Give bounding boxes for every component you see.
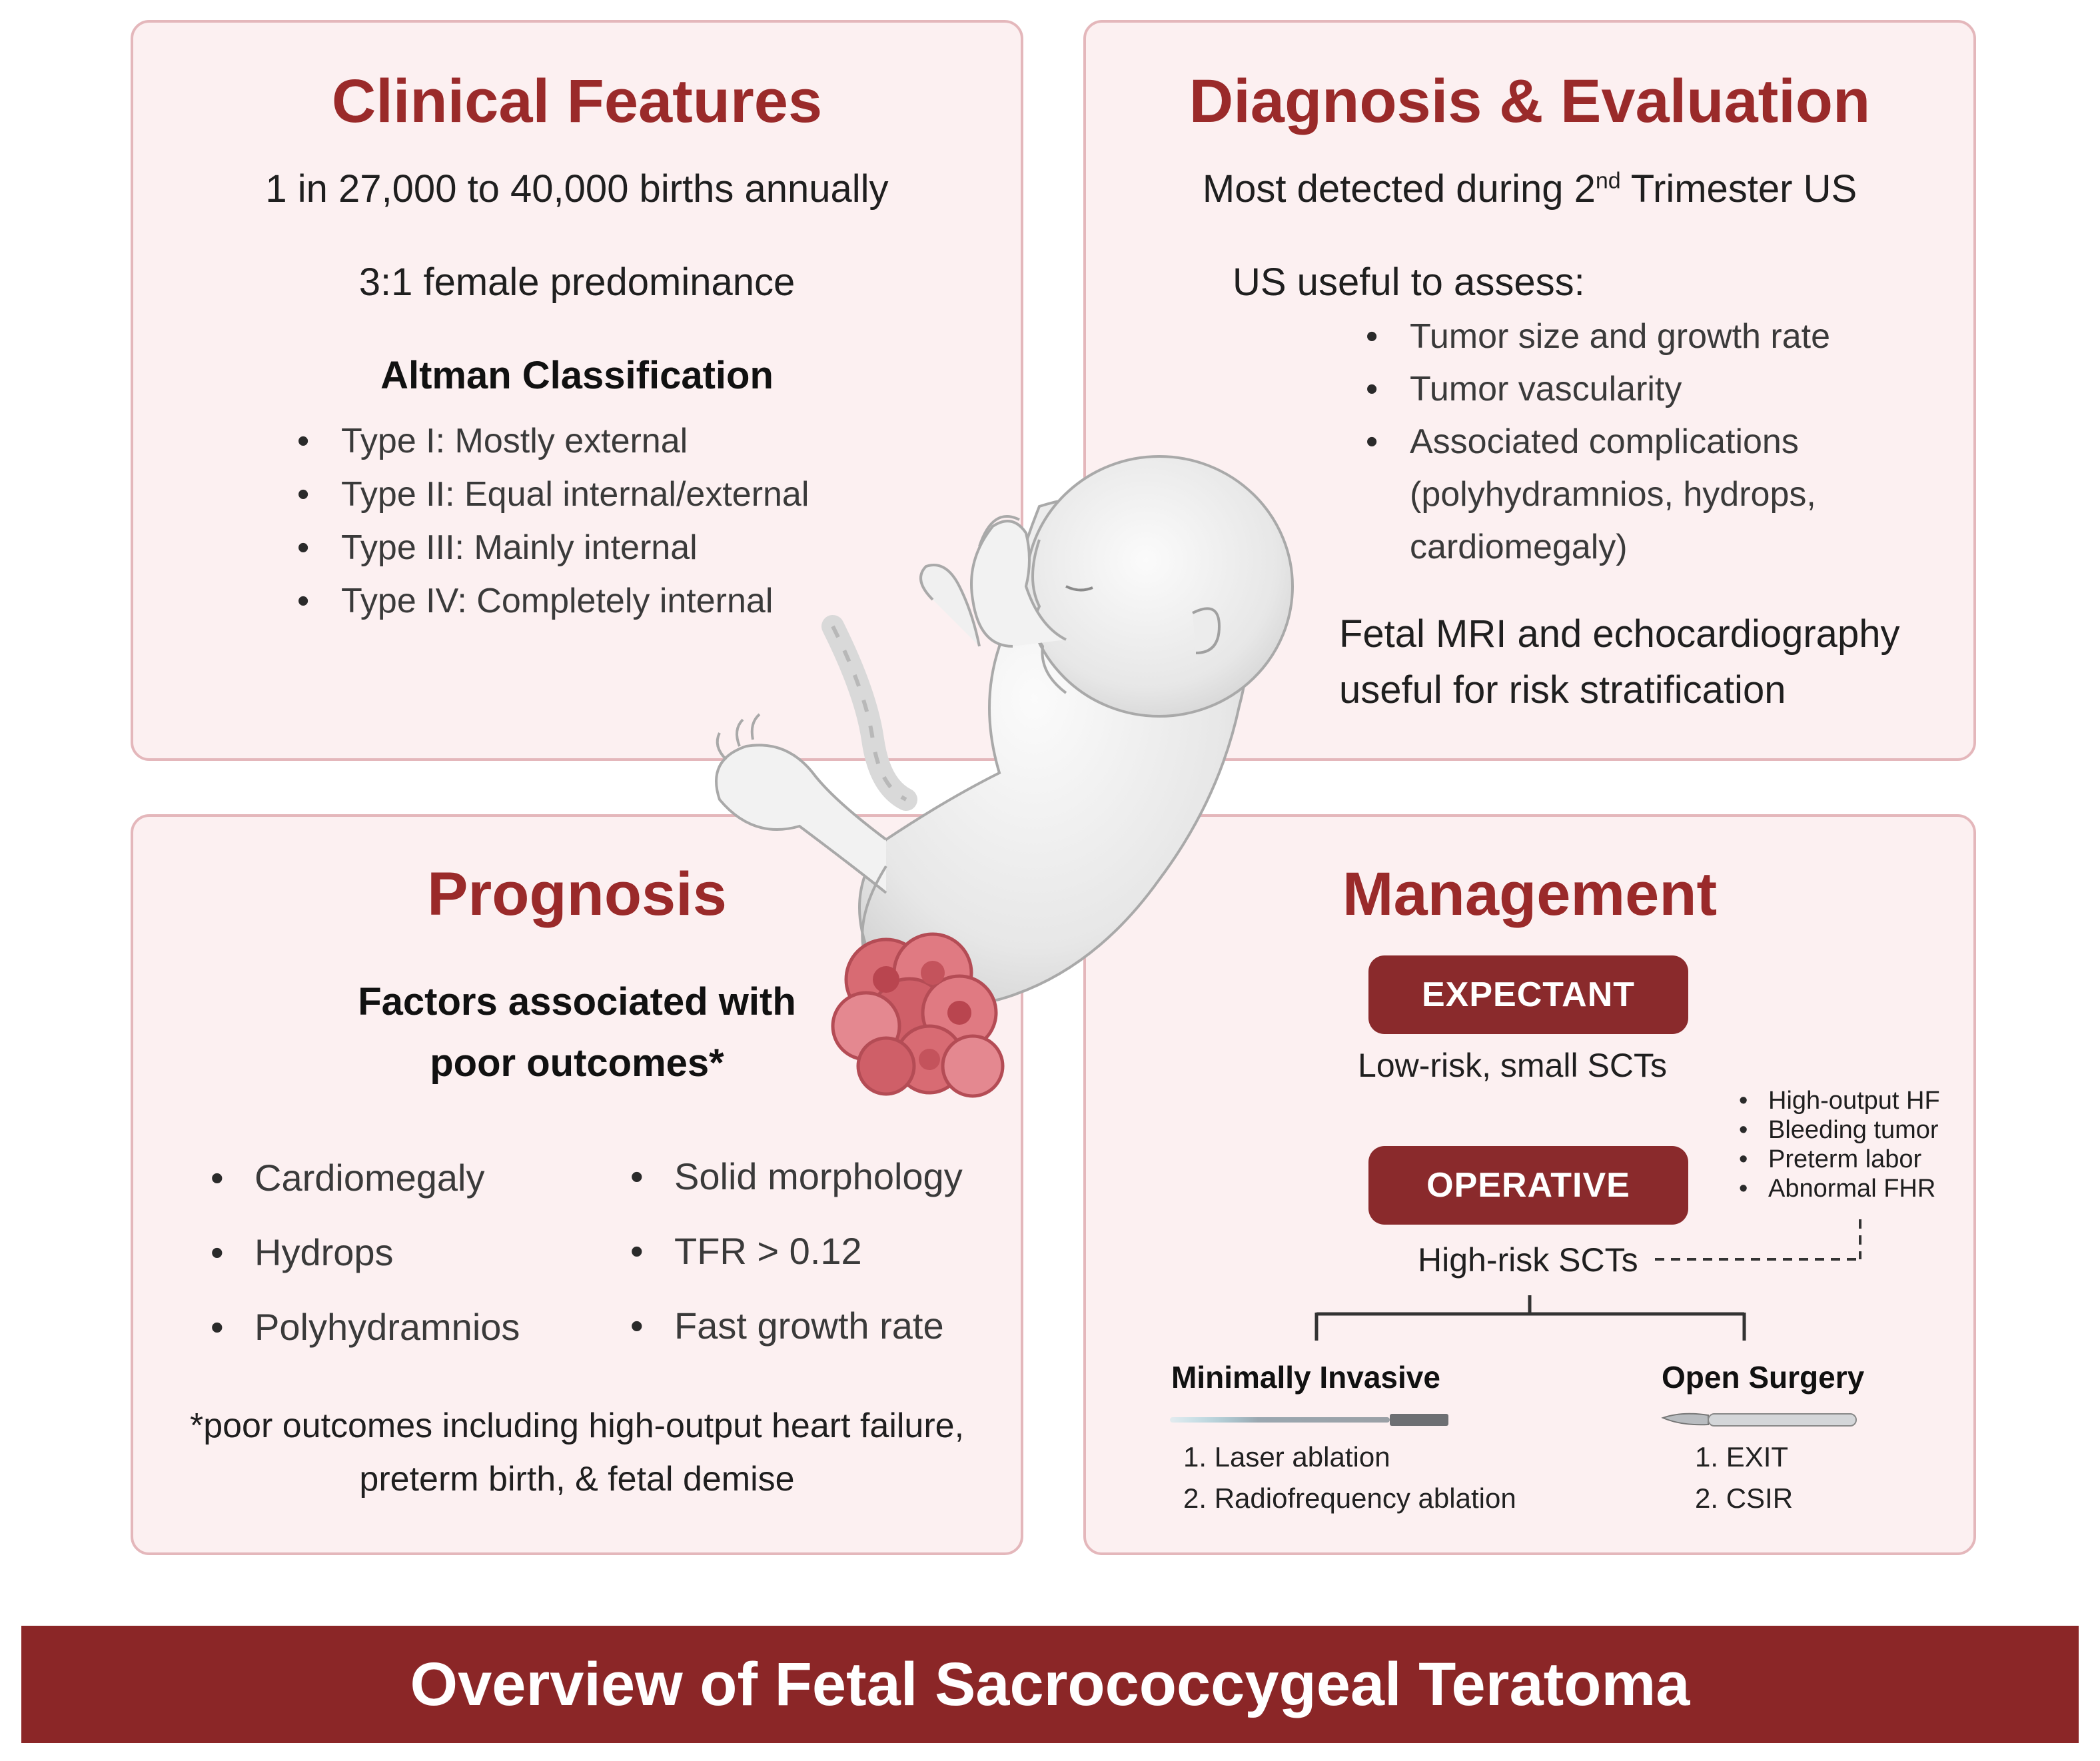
factor-item: Fast growth rate <box>630 1289 963 1363</box>
us-assess-list: Tumor size and growth rate Tumor vascula… <box>1366 310 1830 574</box>
diagnosis-title: Diagnosis & Evaluation <box>1189 67 1871 135</box>
detection-superscript: nd <box>1595 168 1621 194</box>
detection-text-post: Trimester US <box>1620 167 1857 211</box>
footnote-line1: *poor outcomes including high-output hea… <box>189 1407 965 1445</box>
operative-indications-list: High-output HF Bleeding tumor Preterm la… <box>1739 1086 1940 1203</box>
factors-left-list: Cardiomegaly Hydrops Polyhydramnios <box>211 1141 520 1365</box>
minimally-invasive-list: 1. Laser ablation 2. Radiofrequency abla… <box>1183 1437 1516 1519</box>
scalpel-icon <box>1661 1413 1857 1427</box>
expectant-badge: EXPECTANT <box>1368 955 1688 1034</box>
expectant-description: Low-risk, small SCTs <box>1358 1047 1667 1084</box>
mri-text-line1: Fetal MRI and echocardiography <box>1339 612 1900 656</box>
altman-type-item: Type IV: Completely internal <box>297 574 809 628</box>
operative-badge: OPERATIVE <box>1368 1146 1688 1225</box>
altman-type-item: Type II: Equal internal/external <box>297 468 809 521</box>
us-assess-item: Associated complications <box>1366 416 1830 468</box>
fetus-illustration <box>715 455 1294 1098</box>
prognosis-title: Prognosis <box>427 860 727 928</box>
indication-item: High-output HF <box>1739 1086 1940 1115</box>
altman-list: Type I: Mostly external Type II: Equal i… <box>297 414 809 628</box>
indication-item: Bleeding tumor <box>1739 1115 1940 1145</box>
open-surgery-heading: Open Surgery <box>1662 1360 1865 1395</box>
open-surgery-list: 1. EXIT 2. CSIR <box>1695 1437 1793 1519</box>
laser-fiber-icon <box>1170 1414 1448 1426</box>
incidence-text: 1 in 27,000 to 40,000 births annually <box>265 167 889 211</box>
factor-item: Cardiomegaly <box>211 1141 520 1215</box>
clinical-features-title: Clinical Features <box>331 67 823 135</box>
indication-item: Abnormal FHR <box>1739 1174 1940 1203</box>
us-assess-heading: US useful to assess: <box>1233 261 1585 304</box>
title-banner: Overview of Fetal Sacrococcygeal Teratom… <box>21 1626 2079 1743</box>
factor-item: Polyhydramnios <box>211 1290 520 1365</box>
open-surgery-item: 2. CSIR <box>1695 1482 1794 1514</box>
detection-text-pre: Most detected during 2 <box>1202 167 1596 211</box>
altman-heading: Altman Classification <box>380 354 774 397</box>
factor-item: TFR > 0.12 <box>630 1214 963 1289</box>
mri-text-line2: useful for risk stratification <box>1339 668 1786 712</box>
management-title: Management <box>1342 860 1718 928</box>
altman-type-item: Type I: Mostly external <box>297 414 809 468</box>
altman-type-item: Type III: Mainly internal <box>297 521 809 574</box>
us-assess-item: Tumor size and growth rate <box>1366 310 1830 363</box>
minimally-invasive-item: 1. Laser ablation <box>1183 1441 1390 1472</box>
sex-ratio-text: 3:1 female predominance <box>358 261 795 304</box>
clinical-features-panel <box>131 20 1023 761</box>
us-assess-item: Tumor vascularity <box>1366 363 1830 416</box>
tumor-cluster <box>831 932 1005 1098</box>
detection-text: Most detected during 2nd Trimester US <box>1083 167 1976 211</box>
operative-description: High-risk SCTs <box>1418 1241 1638 1279</box>
minimally-invasive-heading: Minimally Invasive <box>1171 1360 1440 1395</box>
minimally-invasive-item: 2. Radiofrequency ablation <box>1183 1482 1516 1514</box>
footnote-line2: preterm birth, & fetal demise <box>359 1460 795 1498</box>
indication-item: Preterm labor <box>1739 1145 1940 1174</box>
factors-heading-line1: Factors associated with <box>358 980 796 1023</box>
open-surgery-item: 1. EXIT <box>1695 1441 1789 1472</box>
us-assess-item-continued: cardiomegaly) <box>1410 528 1628 566</box>
factor-item: Hydrops <box>211 1215 520 1290</box>
factor-item: Solid morphology <box>630 1139 963 1214</box>
factors-right-list: Solid morphology TFR > 0.12 Fast growth … <box>630 1139 963 1363</box>
factors-heading-line2: poor outcomes* <box>430 1041 724 1085</box>
us-assess-item-continued: (polyhydramnios, hydrops, <box>1410 475 1816 514</box>
